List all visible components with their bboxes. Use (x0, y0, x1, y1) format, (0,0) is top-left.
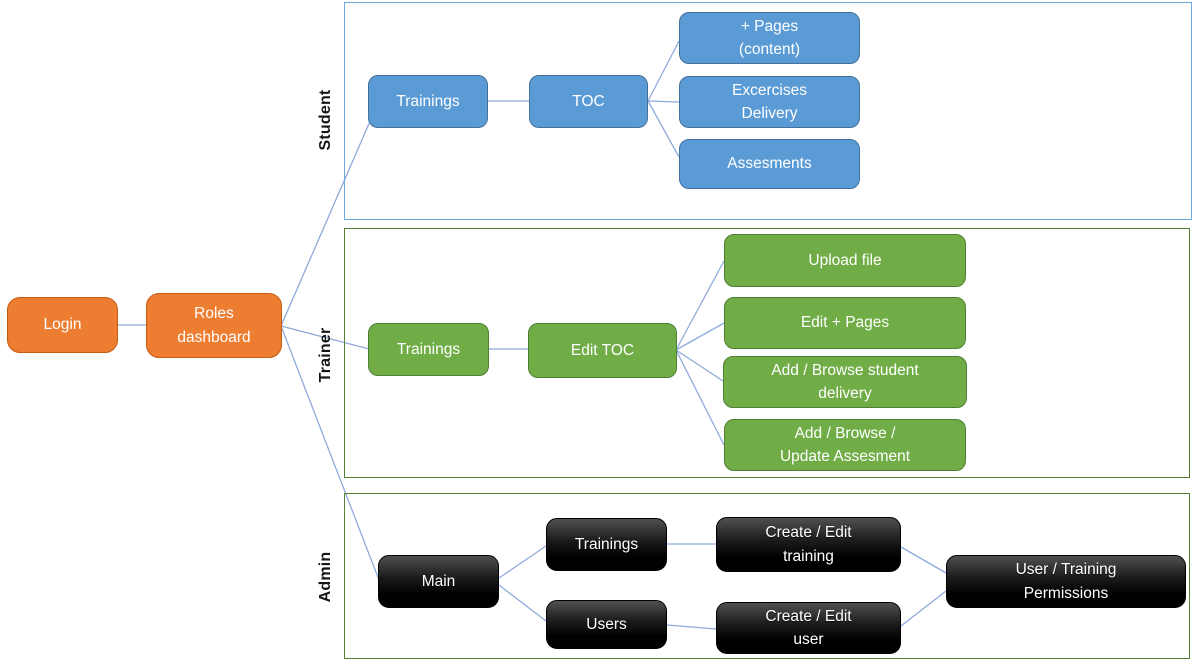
connector-roles-trainer-trainings (280, 325, 370, 350)
node-trainer-add-browse-update-assessment: Add / Browse / Update Assesment (724, 419, 966, 471)
node-admin-main-label: Main (421, 572, 456, 590)
node-admin-create-edit-training: Create / Edit training (716, 517, 901, 572)
connector-edittoc-update (675, 349, 725, 446)
node-admin-trainings: Trainings (546, 518, 667, 571)
node-student-exercises-delivery: Excercises Delivery (679, 76, 860, 128)
node-student-trainings-label: Trainings (396, 92, 460, 110)
lane-trainer (344, 228, 1190, 478)
node-student-assessments: Assesments (679, 139, 860, 189)
node-trainer-upload-file-label: Upload file (808, 251, 882, 269)
node-admin-users: Users (546, 600, 667, 649)
connector-main-users (498, 584, 547, 622)
node-admin-trainings-label: Trainings (574, 535, 639, 553)
node-admin-main: Main (378, 555, 499, 608)
node-student-assessments-label: Assesments (727, 155, 812, 173)
connector-edittoc-addbrowse (675, 349, 724, 382)
node-student-pages-content-label: + Pages (content) (738, 17, 801, 58)
lane-label-trainer: Trainer (317, 327, 334, 383)
connector-main-adtrainings (498, 545, 547, 579)
node-trainer-edit-toc-label: Edit TOC (570, 341, 635, 359)
node-roles-dashboard: Roles dashboard (146, 293, 282, 358)
node-admin-users-label: Users (586, 615, 627, 633)
connector-edittoc-upload (675, 260, 725, 351)
connector-edittoc-editpages (675, 322, 725, 351)
node-student-trainings: Trainings (368, 75, 488, 128)
node-trainer-trainings: Trainings (368, 323, 489, 376)
node-roles-dashboard-label: Roles dashboard (177, 305, 251, 346)
node-trainer-edit-pages: Edit + Pages (724, 297, 966, 349)
node-trainer-add-browse-update-assessment-label: Add / Browse / Update Assesment (779, 424, 911, 465)
connector-toc-pages (647, 40, 680, 102)
node-trainer-trainings-label: Trainings (396, 340, 461, 358)
lane-label-admin: Admin (317, 551, 334, 603)
node-login: Login (7, 297, 118, 353)
connector-roles-admin-main (280, 325, 380, 581)
node-student-toc: TOC (529, 75, 648, 128)
node-trainer-upload-file: Upload file (724, 234, 966, 287)
node-trainer-add-browse-student-delivery-label: Add / Browse student delivery (771, 361, 919, 402)
node-admin-user-training-permissions-label: User / Training Permissions (1015, 561, 1117, 602)
connector-users-createuser (666, 624, 717, 630)
connector-createuser-permissions (900, 590, 947, 627)
connector-toc-exercises (647, 100, 680, 103)
node-admin-user-training-permissions: User / Training Permissions (946, 555, 1186, 608)
connector-toc-assessments (647, 100, 680, 158)
connector-roles-student-trainings (280, 118, 372, 327)
lane-admin (344, 493, 1190, 659)
node-trainer-edit-pages-label: Edit + Pages (800, 314, 890, 332)
node-admin-create-edit-user: Create / Edit user (716, 602, 901, 654)
node-trainer-edit-toc: Edit TOC (528, 323, 677, 378)
node-admin-create-edit-user-label: Create / Edit user (765, 607, 852, 648)
node-admin-create-edit-training-label: Create / Edit training (765, 524, 852, 565)
node-student-pages-content: + Pages (content) (679, 12, 860, 64)
node-student-toc-label: TOC (572, 92, 605, 110)
lane-label-student: Student (317, 89, 334, 151)
connector-createtraining-permissions (900, 546, 947, 574)
node-trainer-add-browse-student-delivery: Add / Browse student delivery (723, 356, 967, 408)
node-student-exercises-delivery-label: Excercises Delivery (732, 81, 807, 122)
lane-student (344, 2, 1192, 220)
node-login-label: Login (43, 316, 82, 334)
